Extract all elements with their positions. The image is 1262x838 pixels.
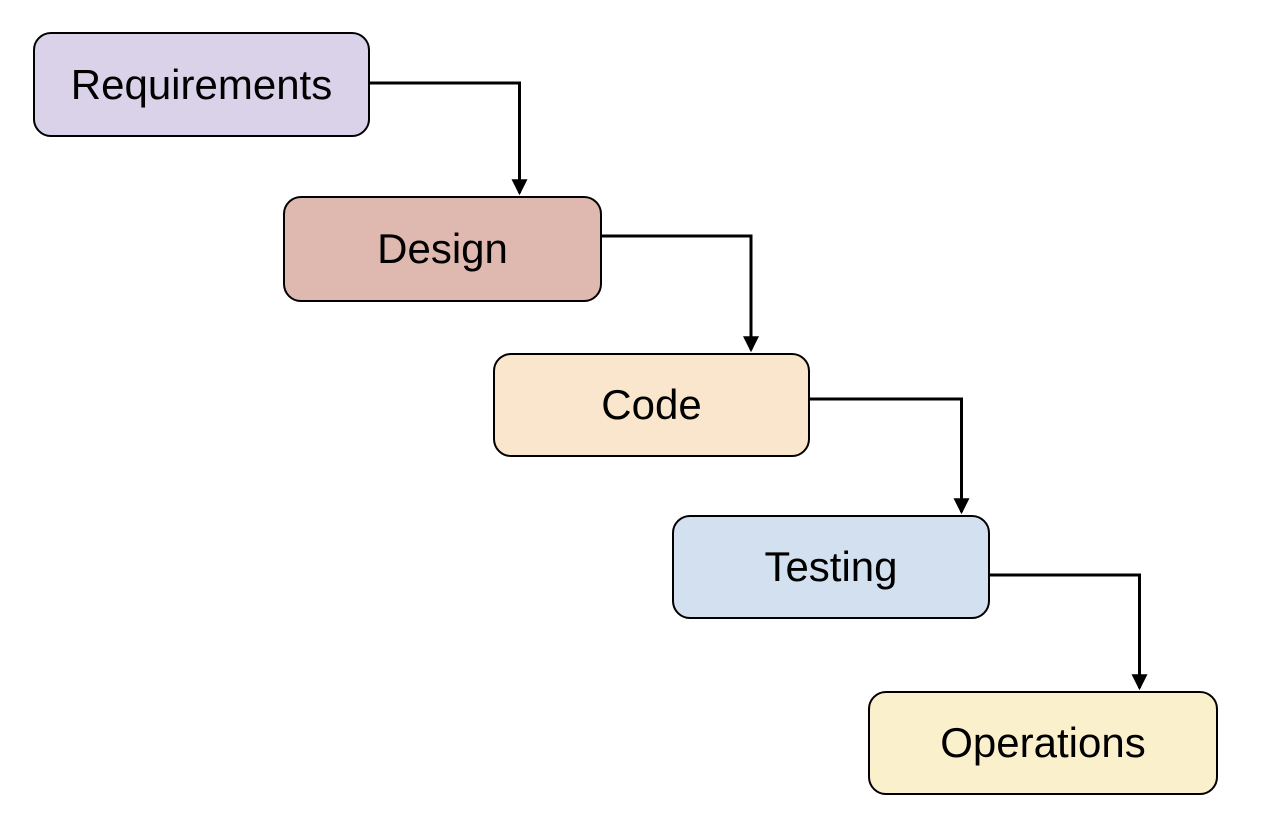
connector-requirements-design (370, 81, 528, 196)
node-requirements: Requirements (33, 32, 370, 137)
node-code: Code (493, 353, 810, 457)
connector-code-testing (810, 397, 970, 515)
node-design-label: Design (377, 225, 508, 272)
node-operations: Operations (868, 691, 1218, 795)
node-requirements-label: Requirements (70, 60, 333, 108)
node-testing-label: Testing (764, 543, 898, 590)
node-testing: Testing (672, 515, 990, 619)
node-code-label: Code (601, 381, 702, 428)
node-design: Design (283, 196, 602, 302)
connector-testing-operations (990, 573, 1148, 691)
node-operations-label: Operations (940, 719, 1146, 766)
connector-design-code (602, 234, 759, 353)
